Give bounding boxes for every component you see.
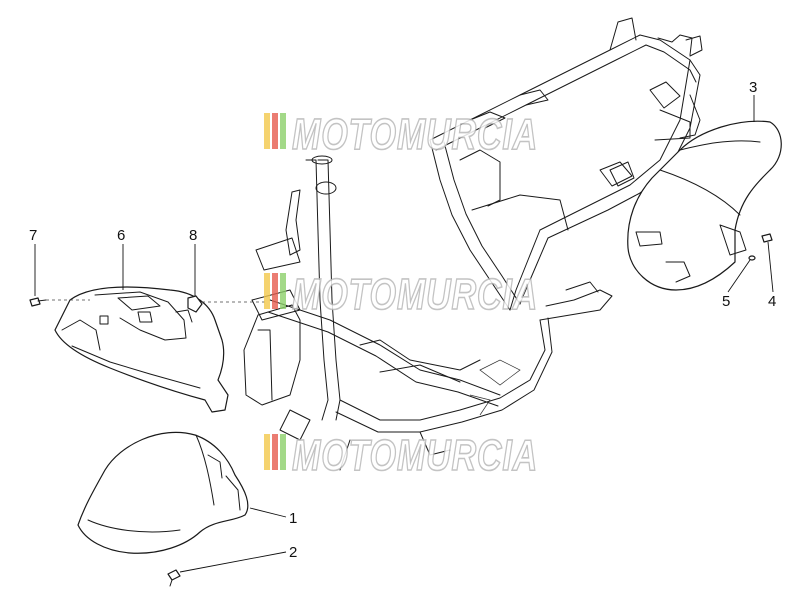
front-cover-assembly — [54, 286, 229, 413]
callout-4: 4 — [768, 293, 776, 310]
watermark-text: MOTOMURCIA — [292, 110, 538, 159]
callout-2: 2 — [289, 544, 297, 561]
watermark-text: MOTOMURCIA — [292, 431, 538, 480]
callout-7: 7 — [29, 227, 37, 244]
watermark-stripe-red — [272, 113, 278, 149]
rear-mudguard — [609, 120, 782, 291]
watermark-stripe-red — [272, 273, 278, 309]
watermark-stripe-red — [272, 434, 278, 470]
callout-8: 8 — [189, 227, 197, 244]
callout-labels: 7 6 8 3 5 4 1 2 — [29, 79, 776, 561]
callout-3: 3 — [749, 79, 757, 96]
callout-1: 1 — [289, 510, 297, 527]
callout-6: 6 — [117, 227, 125, 244]
fasteners — [29, 233, 773, 587]
watermark-bottom: MOTOMURCIA — [264, 430, 538, 481]
front-mudguard — [77, 431, 249, 554]
watermark-stripe-yellow — [264, 434, 270, 470]
watermark-stripe-green — [280, 273, 286, 309]
watermark-middle: MOTOMURCIA — [264, 269, 538, 320]
watermark-stripe-green — [280, 113, 286, 149]
watermark-stripe-yellow — [264, 113, 270, 149]
watermark-stripe-green — [280, 434, 286, 470]
watermark-top: MOTOMURCIA — [264, 109, 538, 160]
callout-5: 5 — [722, 293, 730, 310]
watermark-text: MOTOMURCIA — [292, 270, 538, 319]
watermark-stripe-yellow — [264, 273, 270, 309]
leader-lines — [34, 95, 774, 573]
